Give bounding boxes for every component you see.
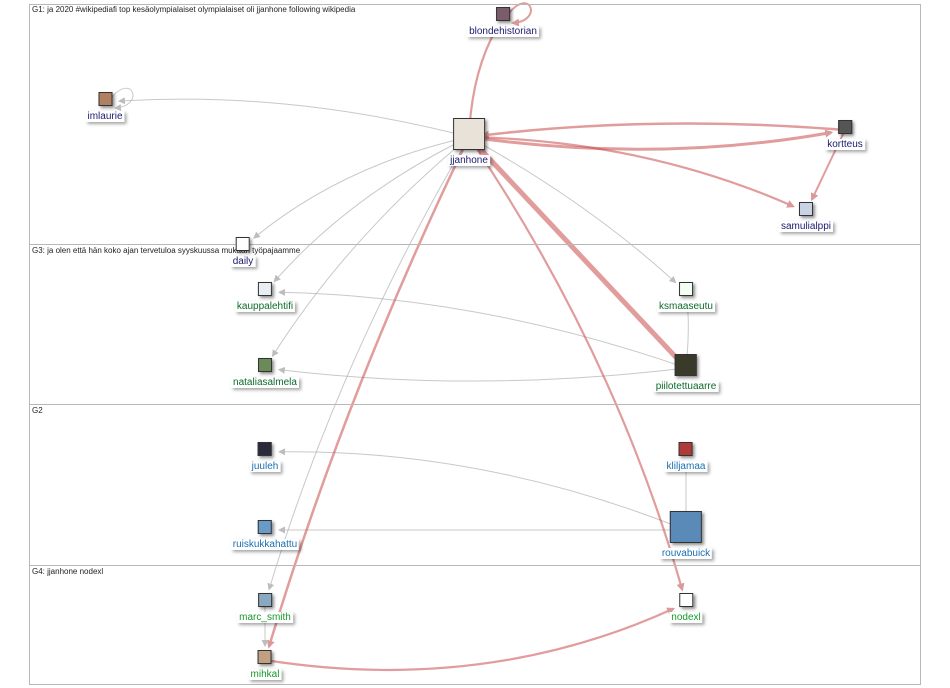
node-mihkal[interactable]: mihkal (248, 650, 282, 682)
group-g1-label: G1: ja 2020 #wikipediafi top kesäolympia… (32, 5, 356, 14)
logo-icon (678, 282, 693, 296)
node-label: piilotettuaarre (653, 381, 719, 392)
node-nataliasalmela[interactable]: nataliasalmela (231, 358, 299, 390)
edge-jjanhone-to-kauppalehtifi (273, 136, 470, 283)
node-kauppalehtifi[interactable]: kauppalehtifi (234, 282, 296, 314)
edge-layer (110, 2, 846, 672)
group-g4-label: G4: jjanhone nodexl (32, 567, 104, 576)
node-samulialppi[interactable]: samulialppi (778, 202, 834, 234)
portrait-icon (258, 358, 272, 372)
node-label: blondehistorian (467, 26, 539, 37)
node-label: nataliasalmela (231, 377, 299, 388)
portrait-icon (257, 520, 272, 534)
edge-jjanhone-to-ksmaaseutu (468, 136, 677, 284)
node-label: kauppalehtifi (234, 301, 296, 312)
edge-piilotettuaarre-to-jjanhone (476, 145, 688, 370)
node-blondehistorian[interactable]: blondehistorian (467, 7, 539, 39)
node-label: imlaurie (85, 111, 125, 122)
portrait-icon (679, 442, 693, 456)
node-marc_smith[interactable]: marc_smith (237, 593, 293, 625)
node-label: samulialppi (778, 221, 834, 232)
portrait-icon (669, 511, 702, 543)
node-kliljamaa[interactable]: kliljamaa (664, 442, 708, 474)
node-juuleh[interactable]: juuleh (249, 442, 281, 474)
node-ksmaaseutu[interactable]: ksmaaseutu (657, 282, 715, 314)
node-label: marc_smith (237, 612, 293, 623)
portrait-icon (799, 202, 813, 216)
node-label: ruiskukkahattu (230, 539, 300, 550)
node-label: ksmaaseutu (657, 301, 715, 312)
group-g2-label: G2 (32, 406, 43, 415)
portrait-icon (258, 650, 272, 664)
edge-piilotettuaarre-to-kauppalehtifi (277, 288, 687, 369)
node-imlaurie[interactable]: imlaurie (85, 92, 125, 124)
group-g4-box (29, 565, 921, 685)
edge-blondehistorian-to-blondehistorian (508, 2, 532, 27)
node-label: kliljamaa (664, 461, 708, 472)
logo-icon (679, 593, 693, 607)
portrait-icon (258, 593, 272, 607)
node-label: daily (230, 256, 256, 267)
node-label: juuleh (249, 461, 281, 472)
node-label: mihkal (248, 669, 282, 680)
portrait-icon (257, 442, 272, 456)
edge-piilotettuaarre-to-nataliasalmela (277, 366, 687, 382)
edge-jjanhone-to-marc_smith (267, 136, 470, 591)
edge-jjanhone-to-imlaurie (117, 97, 470, 138)
edge-jjanhone-to-kortteus (468, 129, 834, 151)
group-g3-box (29, 244, 921, 405)
node-ruiskukkahattu[interactable]: ruiskukkahattu (230, 520, 300, 552)
edge-kortteus-to-samulialppi (810, 129, 846, 202)
node-jjanhone[interactable]: jjanhone (448, 118, 490, 168)
edge-jjanhone-to-daily (253, 136, 470, 239)
node-label: jjanhone (448, 155, 490, 166)
group-g2-box (29, 404, 921, 566)
node-piilotettuaarre[interactable]: piilotettuaarre (653, 354, 719, 394)
edge-jjanhone-to-mihkal (266, 136, 471, 649)
cartoon-avatar-icon (453, 118, 485, 150)
edge-imlaurie-to-imlaurie (110, 87, 134, 112)
node-label: rouvabuick (659, 548, 713, 559)
edge-kortteus-to-jjanhone (480, 122, 846, 139)
edge-jjanhone-to-nodexl (468, 136, 685, 592)
edge-jjanhone-to-samulialppi (468, 135, 796, 208)
logo-icon (235, 237, 250, 251)
portrait-icon (837, 120, 852, 134)
portrait-icon (495, 7, 510, 21)
edge-mihkal-to-nodexl (264, 607, 676, 672)
group-g3-label: G3: ja olen että hän koko ajan tervetulo… (32, 246, 301, 255)
portrait-icon (675, 354, 697, 376)
node-kortteus[interactable]: kortteus (825, 120, 865, 152)
edge-jjanhone-to-nataliasalmela (271, 136, 470, 358)
node-label: nodexl (669, 612, 703, 623)
logo-icon (258, 282, 272, 296)
portrait-icon (97, 92, 112, 106)
node-label: kortteus (825, 139, 865, 150)
node-daily[interactable]: daily (230, 237, 256, 269)
node-rouvabuick[interactable]: rouvabuick (659, 511, 713, 561)
node-nodexl[interactable]: nodexl (669, 593, 703, 625)
